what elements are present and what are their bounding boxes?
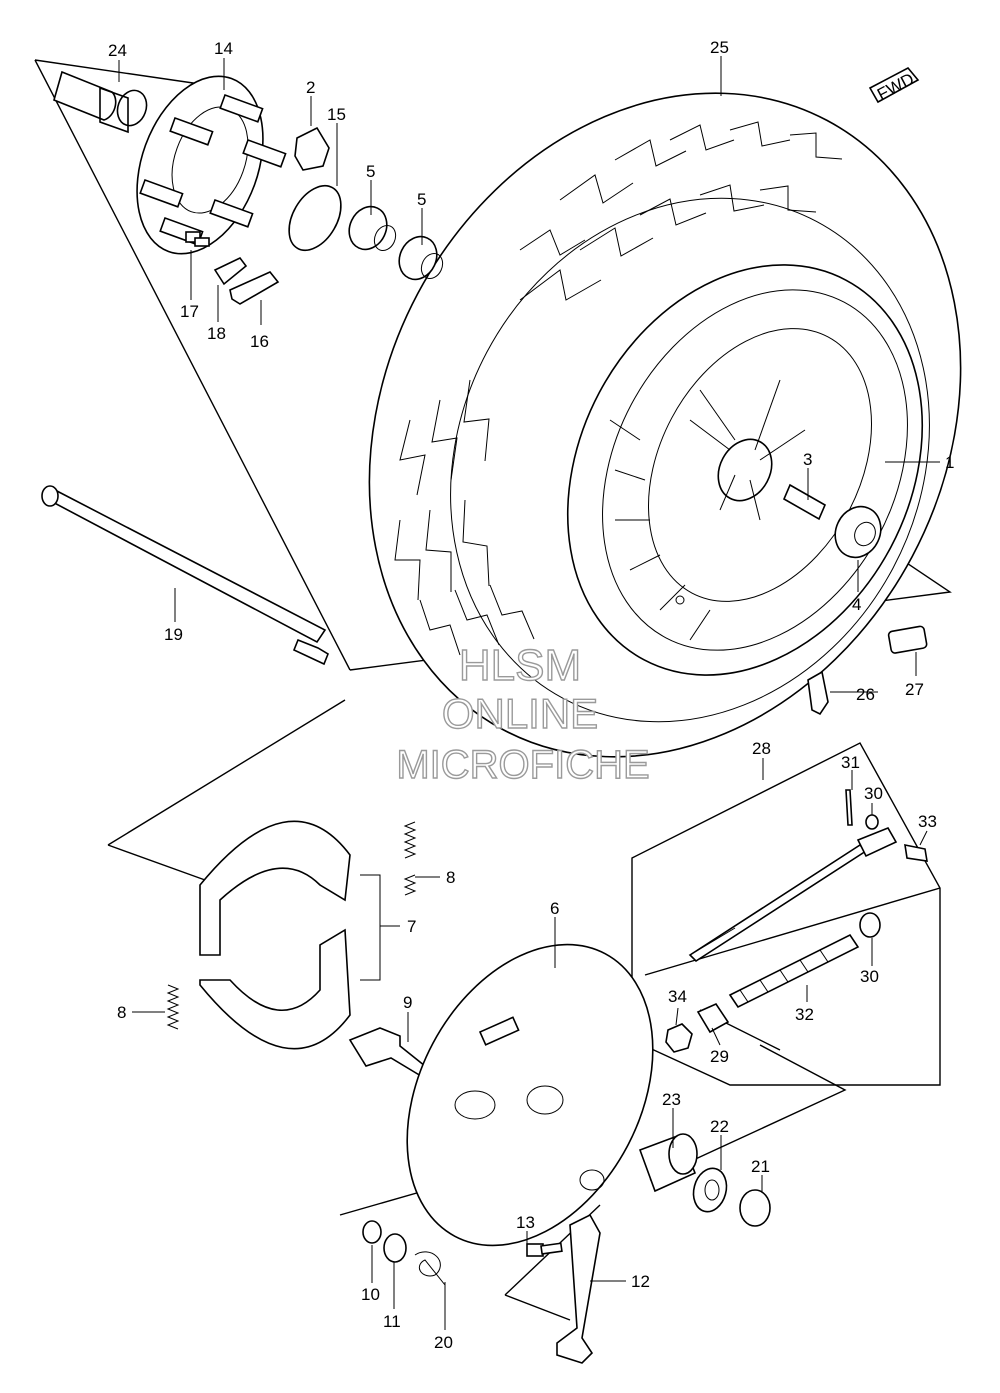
callout-5b: 5 — [417, 190, 426, 209]
o-ring-15 — [288, 184, 342, 252]
callout-34: 34 — [668, 987, 687, 1006]
callout-30a: 30 — [864, 784, 883, 803]
callout-16: 16 — [250, 332, 269, 351]
callout-1: 1 — [945, 453, 954, 472]
watermark-line3: MICROFICHE — [396, 743, 649, 787]
watermark: HLSM ONLINE MICROFICHE — [396, 640, 651, 787]
bolt-13 — [526, 1242, 563, 1257]
spacer-24 — [53, 70, 148, 134]
part-16 — [229, 271, 280, 305]
part-18 — [213, 256, 248, 286]
axle-19 — [41, 485, 329, 666]
callout-20: 20 — [434, 1333, 453, 1352]
hub-14 — [136, 75, 287, 255]
cotter-pin-31 — [845, 789, 853, 826]
nut-34 — [665, 1023, 693, 1053]
callout-29: 29 — [710, 1047, 729, 1066]
callout-4: 4 — [852, 595, 861, 614]
callout-15: 15 — [327, 105, 346, 124]
callout-5a: 5 — [366, 162, 375, 181]
ring-10 — [362, 1220, 382, 1244]
callout-labels: 24 14 2 15 5 5 17 18 16 19 25 1 3 4 26 2… — [108, 38, 954, 1352]
watermark-line1: HLSM — [459, 641, 581, 690]
bearing-5b — [398, 235, 444, 281]
callout-23: 23 — [662, 1090, 681, 1109]
spring-32 — [728, 933, 860, 1009]
bolt-17 — [185, 231, 210, 247]
callout-12: 12 — [631, 1272, 650, 1291]
brake-shoe-lower-7 — [199, 928, 351, 1050]
leader-lines — [118, 56, 940, 1330]
collar-23 — [638, 1133, 698, 1193]
callout-10: 10 — [361, 1285, 380, 1304]
cam-9 — [348, 1027, 426, 1078]
washer-11 — [383, 1233, 407, 1263]
callout-11: 11 — [383, 1312, 401, 1331]
joint-29 — [696, 1002, 730, 1034]
callout-6: 6 — [550, 899, 559, 918]
callout-9: 9 — [403, 993, 412, 1012]
callout-32: 32 — [795, 1005, 814, 1024]
callout-13: 13 — [516, 1213, 535, 1232]
callout-8a: 8 — [446, 868, 455, 887]
callout-19: 19 — [164, 625, 183, 644]
callout-18: 18 — [207, 324, 226, 343]
spring-20 — [414, 1251, 446, 1286]
valve-26 — [807, 670, 829, 716]
callout-33: 33 — [918, 812, 937, 831]
fwd-arrow: FWD — [868, 66, 920, 104]
watermark-line2: ONLINE — [442, 690, 598, 737]
callout-3: 3 — [803, 450, 812, 469]
callout-24: 24 — [108, 41, 127, 60]
callout-31: 31 — [841, 753, 860, 772]
callout-28: 28 — [752, 739, 771, 758]
callout-8b: 8 — [117, 1003, 126, 1022]
callout-14: 14 — [214, 39, 233, 58]
callout-30b: 30 — [860, 967, 879, 986]
callout-26: 26 — [856, 685, 875, 704]
bearing-4 — [834, 505, 882, 559]
callout-22: 22 — [710, 1117, 729, 1136]
bearing-5a — [348, 205, 397, 252]
collar-3 — [782, 483, 827, 521]
callout-27: 27 — [905, 680, 924, 699]
callout-21: 21 — [751, 1157, 770, 1176]
cap-27 — [887, 625, 928, 654]
nut-21 — [739, 1189, 771, 1227]
brake-panel-6 — [406, 943, 654, 1247]
callout-25: 25 — [710, 38, 729, 57]
callout-7: 7 — [407, 917, 416, 936]
part-2 — [294, 126, 330, 171]
washer-30a — [865, 814, 879, 830]
lever-12 — [556, 1213, 601, 1364]
spring-8a — [403, 821, 417, 896]
spring-8b — [166, 984, 180, 1030]
callout-2: 2 — [306, 78, 315, 97]
brake-rod-28 — [688, 826, 898, 963]
callout-17: 17 — [180, 302, 199, 321]
brake-shoe-upper-7 — [199, 820, 351, 956]
washer-30b — [859, 912, 881, 938]
pin-33 — [904, 843, 928, 862]
washer-22 — [692, 1167, 728, 1213]
